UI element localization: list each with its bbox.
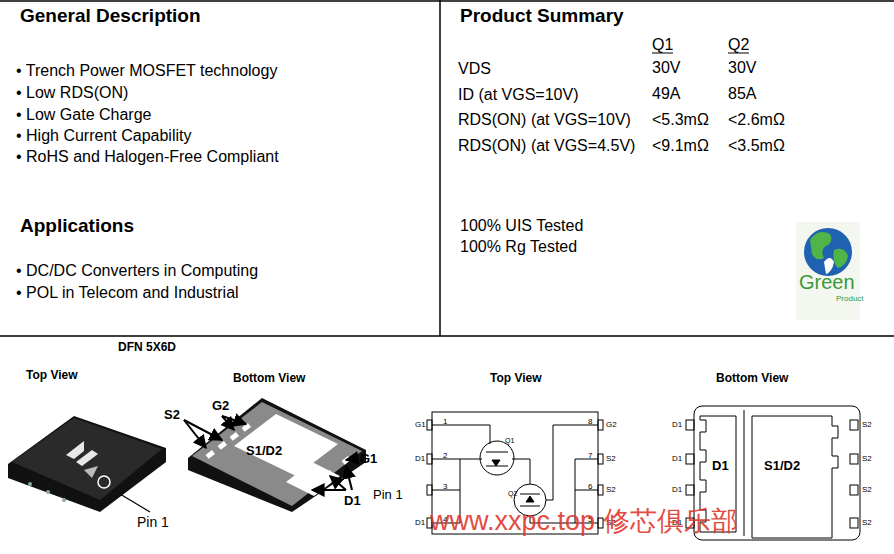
table-cell: ID (at VGS=10V) [458,87,579,103]
view-title: Bottom View [716,372,788,384]
table-cell: Q2 [728,37,749,53]
table-cell: VDS [458,61,491,77]
table-cell: <3.5mΩ [728,138,785,154]
pin-label: S2 [164,408,180,421]
table-cell: 85A [728,86,756,102]
bullet-text: • Low Gate Charge [16,107,151,123]
table-cell: <9.1mΩ [652,138,709,154]
pin-label: G2 [212,399,229,412]
schematic-label: S2 [606,486,616,494]
schematic-label: Q1 [505,437,514,444]
logo-text: Product [836,295,864,303]
schematic-label: S2 [862,486,872,494]
bullet-text: • Trench Power MOSFET technology [16,63,277,79]
pin-label: Pin 1 [137,515,169,529]
schematic-label: S2 [606,455,616,463]
note-text: 100% UIS Tested [460,218,583,234]
package-top-view [8,416,166,512]
schematic-label: 2 [443,452,447,460]
schematic-label: 7 [588,452,592,460]
bullet-text: • RoHS and Halogen-Free Compliant [16,149,279,165]
pin-label: Pin 1 [373,488,403,501]
schematic-label: G1 [415,421,426,429]
package-bottom-view [184,398,366,512]
schematic-label: G2 [606,421,617,429]
watermark: www.xxpc.top 修芯俱乐部 [430,508,738,535]
table-cell: 49A [652,86,680,102]
table-cell: <2.6mΩ [728,112,785,128]
schematic-label: 3 [443,483,447,491]
view-title: Bottom View [233,372,305,384]
section-heading: Applications [20,216,134,235]
schematic-label: D1 [672,486,682,494]
bullet-text: • DC/DC Converters in Computing [16,263,258,279]
schematic-label: D1 [415,455,425,463]
logo-text: Green [799,272,855,292]
table-cell: <5.3mΩ [652,112,709,128]
pin-label: G1 [360,452,377,465]
package-name: DFN 5X6D [118,341,176,353]
table-cell: 30V [728,60,756,76]
view-title: Top View [490,372,542,384]
schematic-label: 6 [588,483,592,491]
table-cell: RDS(ON) (at VGS=4.5V) [458,138,635,154]
pin-label: S1/D2 [764,459,800,472]
schematic-label: S2 [862,421,872,429]
schematic-label: S2 [862,455,872,463]
schematic-label: D1 [672,421,682,429]
schematic-label: D1 [672,455,682,463]
pin-label: D1 [344,494,361,507]
bullet-text: • High Current Capability [16,128,191,144]
schematic-label: 1 [443,418,447,426]
section-heading: Product Summary [460,6,624,25]
table-cell: 30V [652,60,680,76]
note-text: 100% Rg Tested [460,239,577,255]
table-cell: RDS(ON) (at VGS=10V) [458,112,631,128]
schematic-label: S2 [862,519,872,527]
pin-label: S1/D2 [246,444,282,457]
pin-label: D1 [712,459,729,472]
bullet-text: • POL in Telecom and Industrial [16,285,239,301]
frame-lines [0,0,894,336]
schematic-label: 8 [588,418,592,426]
schematic-label: Q2 [508,490,517,497]
bullet-text: • Low RDS(ON) [16,85,128,101]
section-heading: General Description [20,6,201,25]
view-title: Top View [26,369,78,381]
schematic-label: D1 [415,519,425,527]
green-logo [796,222,860,320]
table-cell: Q1 [652,37,673,53]
